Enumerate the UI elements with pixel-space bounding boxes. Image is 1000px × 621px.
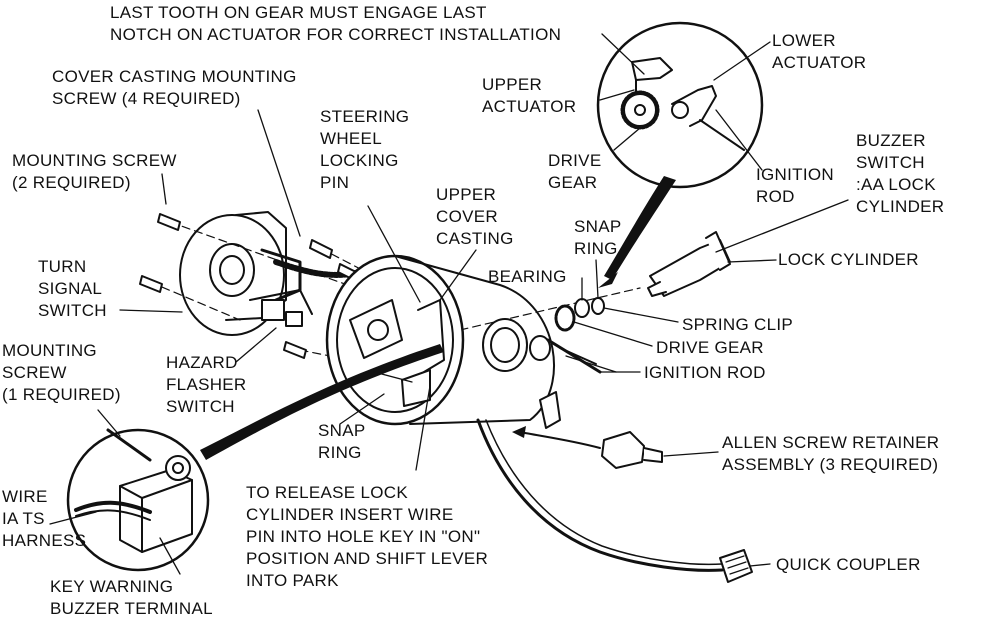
label-lock-cylinder: LOCK CYLINDER (778, 250, 919, 269)
turn-signal-switch-assembly (179, 211, 313, 336)
mounting-screws (139, 213, 361, 359)
label-key-warning-buzzer-terminal: KEY WARNING BUZZER TERMINAL (50, 577, 213, 618)
label-wire-harness: WIRE IA TS HARNESS (2, 487, 87, 550)
label-drive-gear-top: DRIVE GEAR (548, 151, 602, 192)
label-snap-ring-right: SNAP RING (574, 217, 622, 258)
label-spring-clip: SPRING CLIP (682, 315, 793, 334)
label-bearing: BEARING (488, 267, 567, 286)
label-ignition-rod-top: IGNITION ROD (756, 165, 834, 206)
column-wiring (476, 418, 724, 572)
ignition-rod-part (546, 338, 602, 374)
label-snap-ring-left: SNAP RING (318, 421, 366, 462)
label-steering-wheel-locking-pin: STEERING WHEEL LOCKING PIN (320, 107, 410, 192)
top-installation-note: LAST TOOTH ON GEAR MUST ENGAGE LAST NOTC… (110, 3, 562, 44)
label-mounting-screw-2: MOUNTING SCREW (2 REQUIRED) (12, 151, 177, 192)
label-upper-actuator: UPPER ACTUATOR (482, 75, 577, 116)
label-hazard-flasher-switch: HAZARD FLASHER SWITCH (166, 353, 247, 416)
buzzer-terminal-arrow (200, 344, 444, 460)
label-lower-actuator: LOWER ACTUATOR (772, 31, 867, 72)
allen-screw-retainer-part (601, 431, 663, 469)
lock-cylinder-parts (554, 231, 731, 332)
label-buzzer-switch: BUZZER SWITCH :AA LOCK CYLINDER (856, 131, 945, 216)
label-quick-coupler: QUICK COUPLER (776, 555, 921, 574)
inset-arrow (604, 176, 676, 280)
leader-lines (49, 33, 849, 575)
label-ignition-rod: IGNITION ROD (644, 363, 766, 382)
label-mounting-screw-1: MOUNTING SCREW (1 REQUIRED) (2, 341, 121, 404)
label-cover-casting-mounting-screw: COVER CASTING MOUNTING SCREW (4 REQUIRED… (52, 67, 297, 108)
label-turn-signal-switch: TURN SIGNAL SWITCH (38, 257, 107, 320)
label-drive-gear: DRIVE GEAR (656, 338, 764, 357)
label-upper-cover-casting: UPPER COVER CASTING (436, 185, 514, 248)
quick-coupler-part (719, 549, 753, 583)
label-allen-screw-retainer: ALLEN SCREW RETAINER ASSEMBLY (3 REQUIRE… (722, 433, 940, 474)
buzzer-terminal-inset (66, 428, 210, 572)
label-release-note: TO RELEASE LOCK CYLINDER INSERT WIRE PIN… (246, 483, 489, 590)
detail-inset (596, 21, 764, 189)
